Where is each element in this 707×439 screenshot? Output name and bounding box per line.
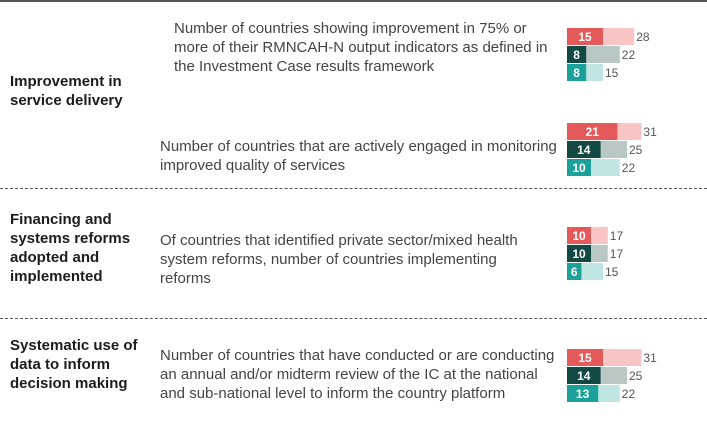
bar-value-label: 21 — [586, 125, 600, 139]
category-label-financing-reforms: Financing and systems reforms adopted an… — [10, 211, 131, 285]
bar-value-label: 10 — [572, 229, 586, 243]
section-divider — [0, 318, 707, 319]
bar-total-label: 17 — [610, 229, 624, 243]
bar-group-monitoring-quality: 21 31 14 25 10 22 — [567, 123, 657, 176]
bar-value — [567, 28, 603, 45]
indicator-text-ic-review: Number of countries that have conducted … — [160, 347, 555, 402]
bar-total-label: 28 — [636, 30, 650, 44]
bar-value-label: 6 — [571, 265, 578, 279]
bar-value-label: 10 — [572, 247, 586, 261]
bar-value — [567, 123, 618, 140]
bar-total-label: 15 — [605, 66, 619, 80]
bar-value-label: 13 — [576, 387, 590, 401]
bar-value-label: 15 — [578, 30, 592, 44]
bar-total-label: 17 — [610, 247, 624, 261]
bar-value-label: 8 — [573, 48, 580, 62]
bar-value-label: 8 — [573, 66, 580, 80]
indicator-text-monitoring-quality: Number of countries that are actively en… — [160, 138, 557, 174]
bar-group-reforms-implemented: 10 17 10 17 6 15 — [567, 227, 624, 280]
bar-value — [567, 64, 587, 81]
bar-value — [567, 159, 591, 176]
category-label-service-delivery: Improvement in service delivery — [10, 73, 123, 109]
bar-value — [567, 367, 601, 384]
bar-value-label: 15 — [578, 351, 592, 365]
bar-value — [567, 349, 603, 366]
bar-group-ic-review: 15 31 14 25 13 22 — [567, 349, 657, 402]
bar-total-label: 15 — [605, 265, 619, 279]
bar-value-label: 14 — [577, 369, 591, 383]
top-rule — [0, 0, 707, 2]
indicator-text-reforms-implemented: Of countries that identified private sec… — [160, 232, 518, 287]
bar-value — [567, 46, 587, 63]
bar-value — [567, 227, 591, 244]
bar-group-output-improvement: 15 28 8 22 8 15 — [567, 28, 650, 81]
bar-total-label: 25 — [629, 143, 643, 157]
bar-total-label: 22 — [622, 161, 636, 175]
bar-value — [567, 385, 599, 402]
bar-total-label: 25 — [629, 369, 643, 383]
bar-value — [567, 245, 591, 262]
category-label-data-use: Systematic use of data to inform decisio… — [10, 337, 138, 392]
bar-total-label: 22 — [622, 48, 636, 62]
bar-total-label: 31 — [643, 351, 657, 365]
bar-value-label: 14 — [577, 143, 591, 157]
bar-value-label: 10 — [572, 161, 586, 175]
bar-value — [567, 141, 601, 158]
bar-total-label: 22 — [622, 387, 636, 401]
bar-total-label: 31 — [643, 125, 657, 139]
section-divider — [0, 188, 707, 189]
indicator-text-output-improvement: Number of countries showing improvement … — [174, 20, 548, 75]
bar-value — [567, 263, 582, 280]
